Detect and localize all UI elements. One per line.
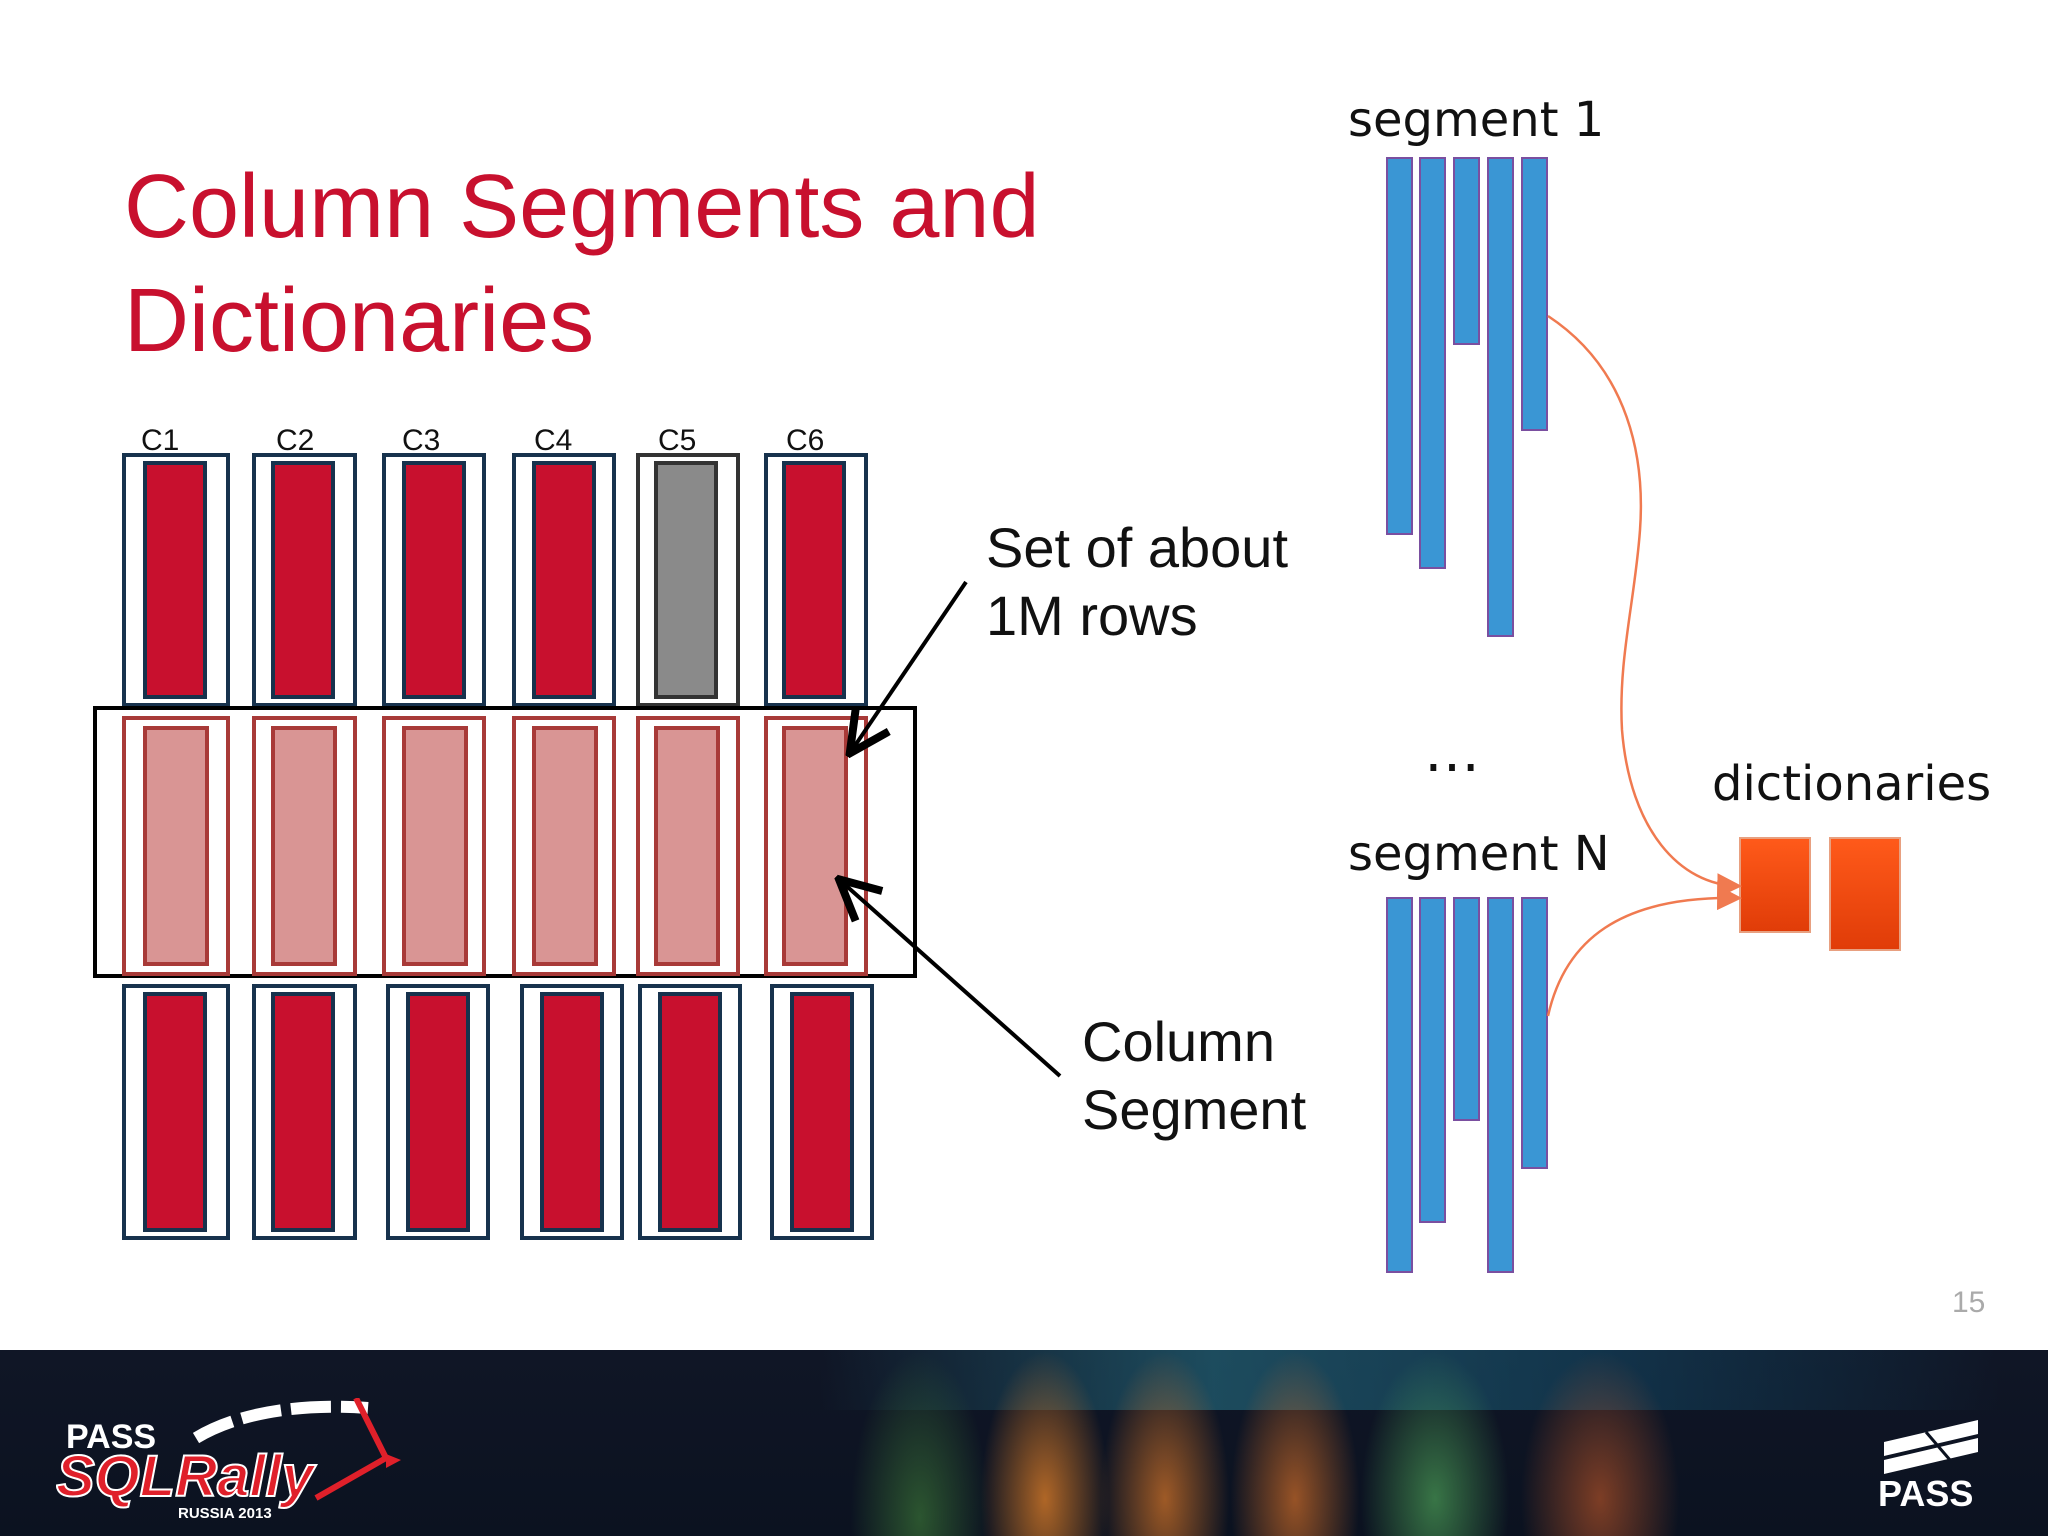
logo-russia-text: RUSSIA 2013: [178, 1505, 272, 1522]
column-label-c3: C3: [402, 424, 441, 457]
column-segment-c5-fill: [654, 726, 720, 966]
column-c1-bottom-fill: [143, 992, 207, 1232]
segment-arrow: [842, 882, 1062, 1078]
column-c2-top-fill: [271, 461, 335, 699]
segment-1-label: segment 1: [1348, 92, 1605, 148]
segment-n-label: segment N: [1348, 826, 1610, 882]
column-segment-row: [122, 716, 868, 976]
top-column-row: [122, 453, 868, 707]
footer-glow-1: [980, 1350, 1110, 1536]
dictionaries-label: dictionaries: [1712, 756, 1992, 812]
column-segment-c3-fill: [402, 726, 468, 966]
column-segment-c1-fill: [143, 726, 209, 966]
column-label-c1: C1: [141, 424, 180, 457]
segment-note: Column Segment: [1082, 1010, 1307, 1141]
column-label-c5: C5: [658, 424, 697, 457]
segment-ellipsis: …: [1424, 720, 1480, 785]
column-c3-bottom-fill: [406, 992, 470, 1232]
column-segment-c4-fill: [532, 726, 598, 966]
segment-1-bar-5: [1521, 157, 1548, 431]
rowgroup-arrow: [852, 580, 968, 750]
footer-glow-3: [1230, 1350, 1360, 1536]
column-c3-top-fill: [402, 461, 466, 699]
segment-1-dictionary-arrow: [1547, 314, 1743, 899]
segment-n-bar-5: [1521, 897, 1548, 1169]
logo-sqlrally-text: SQLRally: [56, 1444, 317, 1509]
column-c4-top-fill: [532, 461, 596, 699]
segment-n-bar-2: [1419, 897, 1446, 1223]
segment-1-bar-2: [1419, 157, 1446, 569]
segment-1-bar-3: [1453, 157, 1480, 345]
sqlrally-logo: PASS SQLRally RUSSIA 2013: [56, 1398, 401, 1522]
column-segment-c6-fill: [782, 726, 848, 966]
segment-1-bar-4: [1487, 157, 1514, 637]
segment-n-bar-1: [1386, 897, 1413, 1273]
column-c1-top-fill: [143, 461, 207, 699]
column-c2-bottom-fill: [271, 992, 335, 1232]
logo-pass-text: PASS: [66, 1418, 156, 1456]
footer-glow-5: [1520, 1350, 1680, 1536]
column-c6-top-fill: [782, 461, 846, 699]
segment-n-dictionary-arrow: [1546, 885, 1743, 1017]
segment-n-bars: [1386, 897, 1548, 1273]
column-c5-top-fill: [654, 461, 718, 699]
rowgroup-note: Set of about 1M rows: [986, 516, 1289, 647]
dictionary-block-1: [1739, 837, 1811, 933]
footer-glow-6: [850, 1350, 990, 1536]
column-c6-bottom-fill: [790, 992, 854, 1232]
footer-glow-4: [1360, 1350, 1510, 1536]
segment-n-bar-4: [1487, 897, 1514, 1273]
column-label-c6: C6: [786, 424, 825, 457]
column-label-c2: C2: [276, 424, 315, 457]
footer-glow-2: [1100, 1350, 1230, 1536]
bottom-column-row: [122, 984, 874, 1240]
slide-title: Column Segments and Dictionaries: [124, 157, 1040, 371]
segment-1-bar-1: [1386, 157, 1413, 535]
dictionary-block-2: [1829, 837, 1901, 951]
column-c5-bottom-fill: [658, 992, 722, 1232]
columnstore-diagram: [93, 453, 1062, 1240]
segment-1-bars: [1386, 157, 1548, 637]
segment-n-bar-3: [1453, 897, 1480, 1121]
footer-banner: [0, 1350, 2048, 1536]
column-c4-bottom-fill: [540, 992, 604, 1232]
page-number: 15: [1952, 1286, 1986, 1319]
column-segment-c2-fill: [271, 726, 337, 966]
segments-dictionaries-diagram: [1386, 157, 1901, 1273]
pass-logo-text: PASS: [1878, 1473, 1973, 1512]
column-label-c4: C4: [534, 424, 573, 457]
pass-logo: PASS: [1878, 1420, 1978, 1512]
